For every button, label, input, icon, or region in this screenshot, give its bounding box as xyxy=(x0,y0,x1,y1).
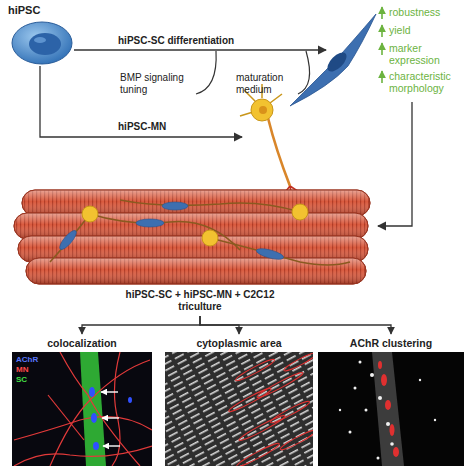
process-label: hiPSC-SC differentiation xyxy=(118,35,278,47)
node-text: hiPSC xyxy=(8,4,70,17)
node-text: cytoplasmic area xyxy=(167,337,311,350)
process-label: hiPSC-MN xyxy=(118,121,198,133)
panel-heading: cytoplasmic area xyxy=(165,334,313,353)
cell-label: hiPSC xyxy=(6,1,72,20)
node-text: colocalization xyxy=(14,337,150,350)
tree-connector xyxy=(82,316,200,334)
channel-label: AChR xyxy=(16,355,56,364)
channel-label: MN xyxy=(16,365,56,374)
panel-heading: colocalization xyxy=(12,334,152,353)
factor-label: BMP signaling tuning xyxy=(120,72,194,95)
improvement-label: characteristic morphology xyxy=(389,70,469,94)
channel-label: SC xyxy=(16,375,56,384)
improvement-label: marker expression xyxy=(389,42,469,66)
improvement-label: yield xyxy=(389,24,469,36)
factor-label: maturation medium xyxy=(236,72,298,95)
triculture-box: hiPSC-SC + hiPSC-MN + C2C12 triculture xyxy=(105,286,295,316)
node-text: AChR clustering xyxy=(320,337,462,350)
improvement-label: robustness xyxy=(389,6,469,18)
node-text: hiPSC-SC + hiPSC-MN + C2C12 triculture xyxy=(107,289,293,313)
panel-heading: AChR clustering xyxy=(318,334,464,353)
tree-connector xyxy=(200,316,391,334)
